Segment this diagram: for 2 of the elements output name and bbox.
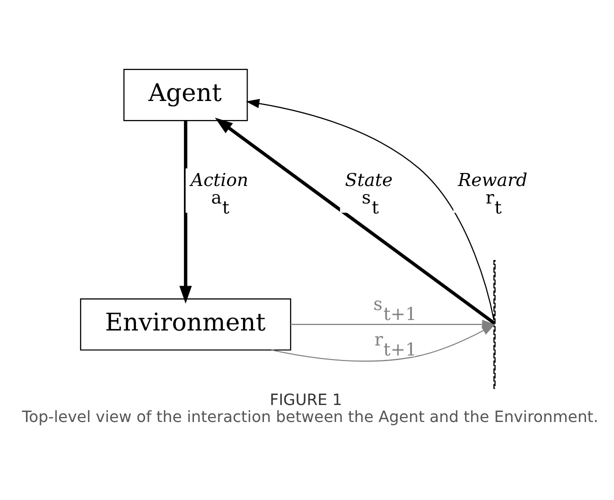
diagram-title: FIGURE 1 xyxy=(270,391,342,410)
caption: Top-level view of the interaction between the Agent and the Environment. xyxy=(22,408,598,426)
